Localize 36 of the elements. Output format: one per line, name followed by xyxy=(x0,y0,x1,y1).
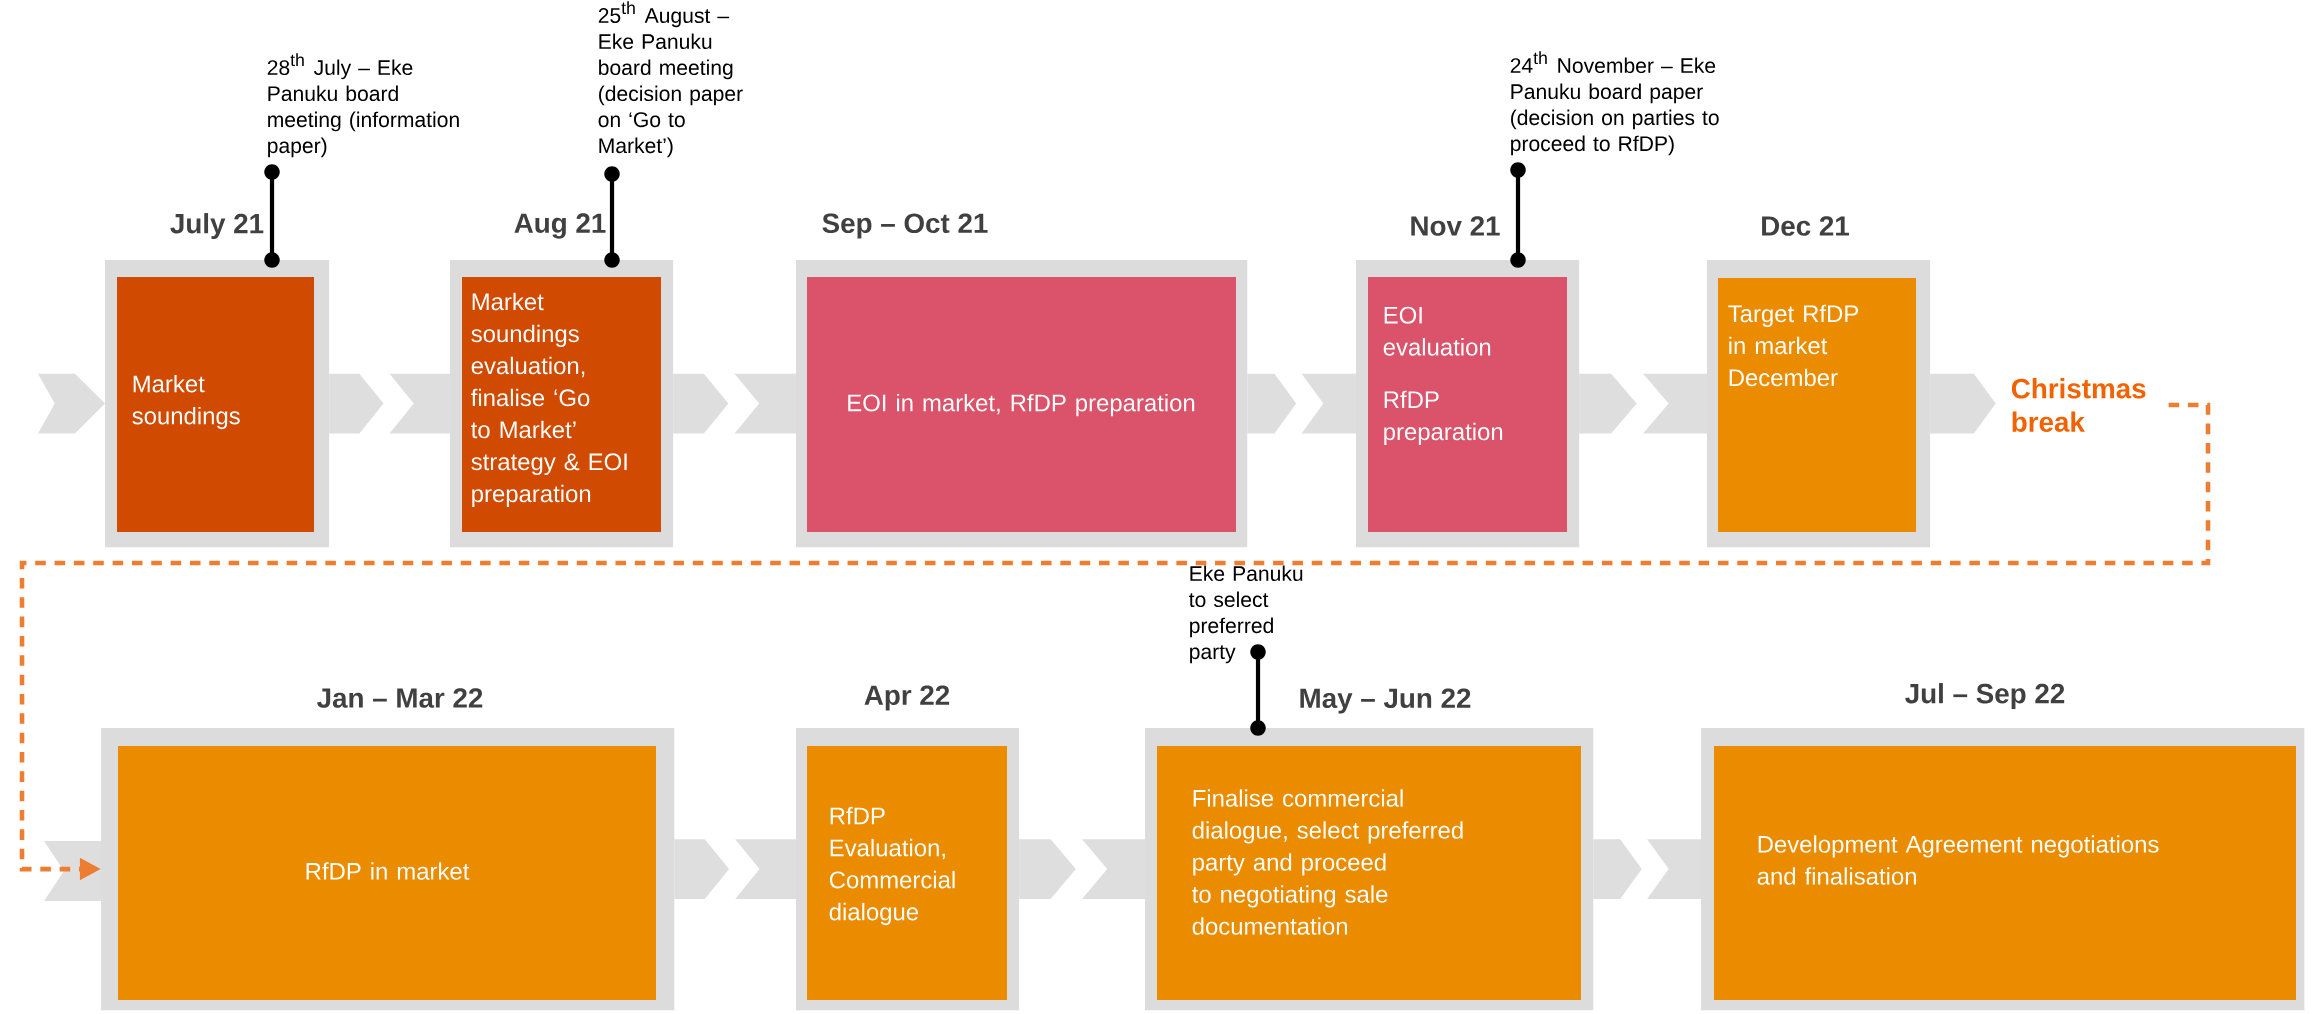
month-heading: July 21 xyxy=(170,213,264,239)
chevron-arrow xyxy=(673,373,796,434)
annotation-text: Eke Panuku to select preferred party xyxy=(1189,565,1303,664)
stage-box: RfDP in market xyxy=(101,728,675,1011)
leader-line xyxy=(264,164,280,268)
stage-box: Market soundings evaluation, finalise ‘Go to Market’ strategy & EOI preparation xyxy=(450,260,674,548)
chevron-arrow xyxy=(329,373,450,434)
month-heading: Aug 21 xyxy=(514,213,606,239)
month-heading: Jan – Mar 22 xyxy=(317,688,483,708)
chevron-arrow xyxy=(38,373,105,434)
month-heading: Apr 22 xyxy=(864,685,950,711)
stage-box: RfDP Evaluation, Commercial dialogue xyxy=(796,728,1020,1011)
chevron-arrow xyxy=(674,839,796,899)
annotation-text: 28$^{th}$ July – Eke Panuku board meeting (information paper) xyxy=(267,53,459,158)
month-heading: Nov 21 xyxy=(1411,216,1500,236)
chevron-arrow xyxy=(1579,373,1707,434)
break-label: Christmas break xyxy=(2011,378,2146,432)
stage-box: EOI in market, RfDP preparation xyxy=(796,260,1248,548)
stage-box: Finalise commercial dialogue, select preferred party and proceed to negotiating sale documentation xyxy=(1145,728,1594,1011)
stage-box: EOI evaluation RfDP preparation xyxy=(1356,260,1580,548)
leader-line xyxy=(1510,162,1526,268)
leader-line xyxy=(604,166,620,268)
chevron-arrow xyxy=(1930,373,1996,434)
annotation-text: 24$^{th}$ November – Eke Panuku board paper (decision on parties to proceed to RfDP) xyxy=(1510,51,1719,156)
stage-box: Target RfDP in market December xyxy=(1707,260,1931,548)
leader-line xyxy=(1250,644,1266,736)
month-heading: Sep – Oct 21 xyxy=(822,213,988,239)
stage-box: Development Agreement negotiations and finalisation xyxy=(1701,728,2305,1011)
month-heading: May – Jun 22 xyxy=(1300,688,1471,714)
chevron-arrow xyxy=(1019,839,1145,899)
annotation-text: 25$^{th}$ August – Eke Panuku board meeting (decision paper on ‘Go to Market’) xyxy=(598,1,743,158)
chevron-arrow xyxy=(1593,839,1701,899)
stage-box: Market soundings xyxy=(105,260,330,548)
chevron-arrow xyxy=(1247,373,1356,434)
month-heading: Jul – Sep 22 xyxy=(1905,683,2065,709)
month-heading: Dec 21 xyxy=(1762,216,1849,236)
